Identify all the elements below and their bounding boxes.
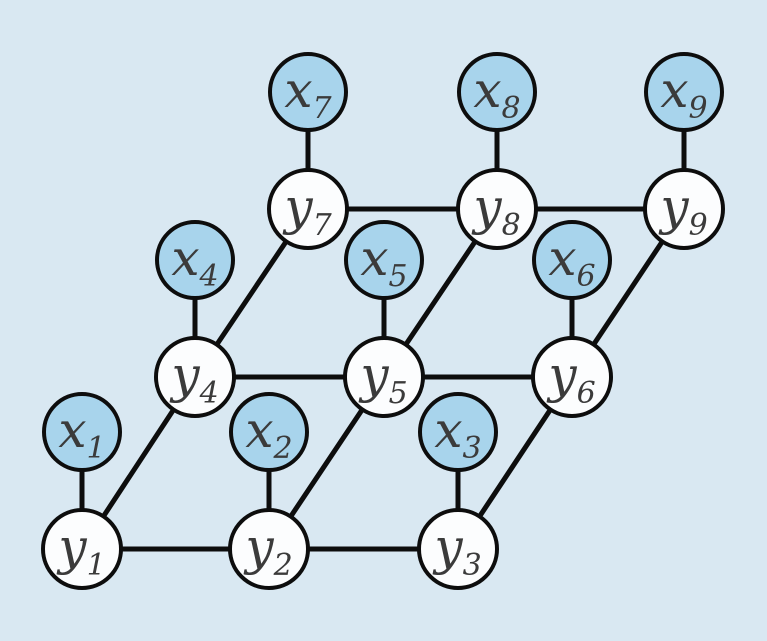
label-subscript: 9 xyxy=(689,91,708,126)
label-subscript: 6 xyxy=(577,376,596,411)
label-base: y xyxy=(243,518,274,576)
node-x3-observed: x3 xyxy=(418,392,498,472)
node-y8-label: y8 xyxy=(471,178,520,243)
label-subscript: 6 xyxy=(577,259,596,294)
label-base: y xyxy=(432,518,463,576)
node-x3-label: x3 xyxy=(434,401,481,466)
node-y1-hidden: y1 xyxy=(41,508,123,590)
label-base: x xyxy=(660,61,688,119)
node-y7-label: y7 xyxy=(282,178,332,243)
label-subscript: 9 xyxy=(689,208,708,243)
label-base: y xyxy=(358,346,389,404)
node-y5-circle xyxy=(343,336,425,418)
label-base: y xyxy=(169,346,200,404)
label-base: y xyxy=(658,178,689,236)
node-x6-circle xyxy=(532,220,612,300)
node-y2-hidden: y2 xyxy=(228,508,310,590)
node-y8-hidden: y8 xyxy=(456,168,538,250)
node-y2-label: y2 xyxy=(243,518,292,583)
label-base: x xyxy=(548,229,576,287)
node-x5-circle xyxy=(344,220,424,300)
node-x9-label: x9 xyxy=(660,61,707,126)
node-x7-circle xyxy=(268,52,348,132)
node-x5-observed: x5 xyxy=(344,220,424,300)
node-x7-label: x7 xyxy=(284,61,332,126)
node-x7-observed: x7 xyxy=(268,52,348,132)
label-subscript: 8 xyxy=(502,91,521,126)
label-base: x xyxy=(284,61,312,119)
node-x1-observed: x1 xyxy=(42,392,122,472)
node-y3-label: y3 xyxy=(432,518,481,583)
node-y6-label: y6 xyxy=(546,346,595,411)
label-subscript: 4 xyxy=(199,259,219,294)
label-subscript: 7 xyxy=(313,208,333,243)
node-y4-circle xyxy=(154,336,236,418)
label-subscript: 5 xyxy=(389,376,408,411)
label-base: y xyxy=(546,346,577,404)
node-x1-label: x1 xyxy=(58,401,105,466)
label-subscript: 5 xyxy=(389,259,408,294)
label-base: x xyxy=(245,401,273,459)
node-x8-circle xyxy=(457,52,537,132)
node-y1-circle xyxy=(41,508,123,590)
node-x4-circle xyxy=(155,220,235,300)
node-x6-observed: x6 xyxy=(532,220,612,300)
label-subscript: 2 xyxy=(273,548,293,583)
label-subscript: 1 xyxy=(87,431,106,466)
label-base: x xyxy=(473,61,501,119)
node-y2-circle xyxy=(228,508,310,590)
label-base: x xyxy=(58,401,86,459)
node-y7-circle xyxy=(267,168,349,250)
label-subscript: 1 xyxy=(87,548,106,583)
node-y4-label: y4 xyxy=(169,346,218,411)
node-y8-circle xyxy=(456,168,538,250)
node-x2-label: x2 xyxy=(245,401,292,466)
label-subscript: 7 xyxy=(313,91,333,126)
label-subscript: 2 xyxy=(273,431,293,466)
label-subscript: 8 xyxy=(502,208,521,243)
label-base: x xyxy=(360,229,388,287)
node-x1-circle xyxy=(42,392,122,472)
node-y3-circle xyxy=(417,508,499,590)
node-x2-observed: x2 xyxy=(229,392,309,472)
node-x6-label: x6 xyxy=(548,229,595,294)
node-x9-observed: x9 xyxy=(644,52,724,132)
node-y4-hidden: y4 xyxy=(154,336,236,418)
node-y7-hidden: y7 xyxy=(267,168,349,250)
node-x5-label: x5 xyxy=(360,229,407,294)
node-y3-hidden: y3 xyxy=(417,508,499,590)
node-x9-circle xyxy=(644,52,724,132)
node-x3-circle xyxy=(418,392,498,472)
node-x8-observed: x8 xyxy=(457,52,537,132)
node-y6-circle xyxy=(531,336,613,418)
node-y9-circle xyxy=(643,168,725,250)
label-base: x xyxy=(171,229,199,287)
node-y6-hidden: y6 xyxy=(531,336,613,418)
label-base: y xyxy=(282,178,313,236)
node-y1-label: y1 xyxy=(56,518,105,583)
label-subscript: 4 xyxy=(199,376,219,411)
label-base: y xyxy=(471,178,502,236)
node-y9-hidden: y9 xyxy=(643,168,725,250)
node-x4-observed: x4 xyxy=(155,220,235,300)
node-y9-label: y9 xyxy=(658,178,707,243)
label-base: y xyxy=(56,518,87,576)
node-x2-circle xyxy=(229,392,309,472)
label-subscript: 3 xyxy=(463,431,482,466)
node-x4-label: x4 xyxy=(171,229,218,294)
node-x8-label: x8 xyxy=(473,61,520,126)
label-base: x xyxy=(434,401,462,459)
label-subscript: 3 xyxy=(463,548,482,583)
node-y5-label: y5 xyxy=(358,346,407,411)
node-y5-hidden: y5 xyxy=(343,336,425,418)
